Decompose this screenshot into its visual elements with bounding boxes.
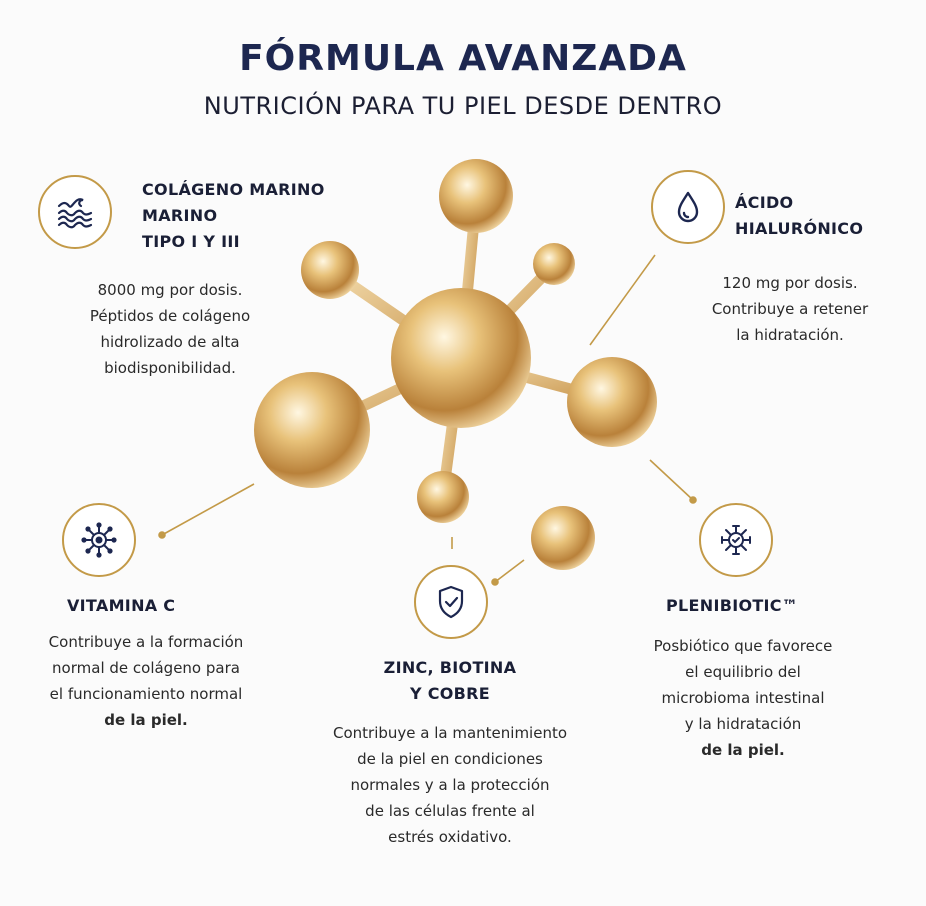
waves-icon <box>38 175 112 249</box>
colageno-description: 8000 mg por dosis. Péptidos de colágeno … <box>89 281 251 377</box>
zinc-description: Contribuye a la mantenimiento de la piel… <box>332 724 568 846</box>
page-subtitle: NUTRICIÓN PARA TU PIEL DESDE DENTRO <box>203 92 723 120</box>
acido-description: 120 mg por dosis. Contribuye a retener l… <box>711 274 869 344</box>
colageno-heading: COLÁGENO MARINO MARINO TIPO I Y III <box>142 180 325 251</box>
shield-check-icon <box>414 565 488 639</box>
atom-small-free <box>531 506 595 570</box>
molecule-bonds <box>306 194 618 501</box>
page-title: FÓRMULA AVANZADA <box>239 38 687 79</box>
plenibiotic-description: Posbiótico que favorece el equilibrio de… <box>653 637 833 759</box>
atom-left <box>254 372 370 488</box>
atom-upper-right <box>533 243 575 285</box>
virus-cell-icon <box>62 503 136 577</box>
microbe-icon <box>699 503 773 577</box>
atom-top <box>439 159 513 233</box>
water-drop-icon <box>651 170 725 244</box>
plenibiotic-heading: PLENIBIOTIC™ <box>666 596 799 615</box>
acido-heading: ÁCIDO HIALURÓNICO <box>735 193 864 238</box>
atom-bottom <box>417 471 469 523</box>
zinc-heading: ZINC, BIOTINA Y COBRE <box>383 658 517 703</box>
vitamina-description: Contribuye a la formación normal de colá… <box>48 633 244 729</box>
vitamina-heading: VITAMINA C <box>67 596 176 615</box>
atom-center <box>391 288 531 428</box>
atom-right <box>567 357 657 447</box>
